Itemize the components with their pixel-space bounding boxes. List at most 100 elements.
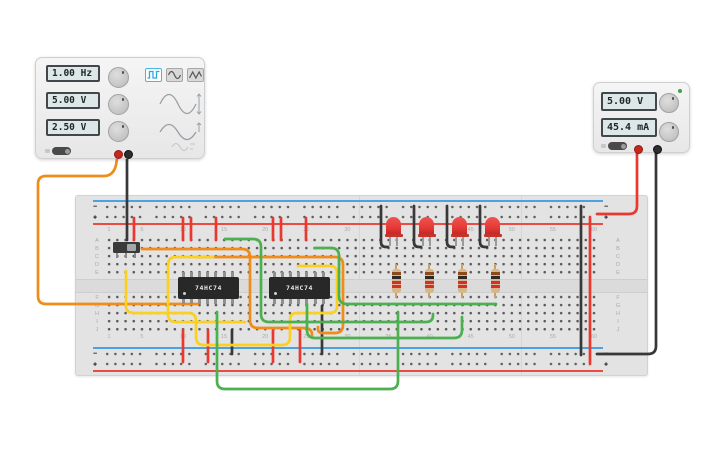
power-supply[interactable]: 5.00 V 45.4 mA [593,82,690,154]
breadboard-rail-holes[interactable] [104,214,598,220]
ic-pin [305,272,309,277]
breadboard-rail-holes[interactable] [104,361,598,367]
positive-terminal[interactable] [113,149,123,159]
resistor-band [490,272,500,275]
row-letter: D [616,261,620,268]
led-flange [450,234,469,237]
row-letter: E [95,269,99,276]
wire-green-output-q3[interactable] [305,302,464,340]
row-letter: A [95,237,99,244]
frequency-knob[interactable] [108,67,129,88]
column-label: 45 [467,227,474,233]
column-label: 20 [262,227,269,233]
ic-pin [230,299,234,304]
wire-orange-signal-1[interactable] [140,247,314,338]
column-label: 50 [508,333,515,340]
led-leg [488,237,490,246]
column-label: 30 [344,227,351,233]
led-3[interactable] [450,217,469,246]
negative-terminal[interactable] [124,149,133,159]
offset-display[interactable]: 2.50 V [46,119,100,136]
wire-yellow-feedback-2[interactable] [124,264,339,347]
ic-pin [206,299,210,304]
ic-pin [197,272,201,277]
resistor-4[interactable] [490,264,500,298]
column-label: 60 [590,227,598,233]
led-4[interactable] [483,217,502,246]
function-generator-logo-icon [171,143,195,151]
slide-switch[interactable] [113,242,140,258]
breadboard-rail-holes[interactable] [104,351,598,357]
wire-black-led1-cathode[interactable] [379,204,390,249]
current-display[interactable]: 45.4 mA [601,118,657,137]
voltage-knob[interactable] [659,93,679,113]
amplitude-knob[interactable] [108,94,129,115]
power-toggle[interactable] [601,142,627,150]
power-toggle[interactable] [45,147,71,155]
led-flange [384,234,403,237]
resistor-band [424,281,434,284]
wire-green-output-q4[interactable] [313,246,498,306]
square-wave-button[interactable] [145,68,162,82]
row-letter: F [616,294,620,301]
resistor-band [391,276,401,279]
ic-pin [230,272,234,277]
ic-pin [321,299,325,304]
led-1[interactable] [384,217,403,246]
negative-terminal[interactable] [652,145,662,154]
rail-negative-mark: − [603,203,609,211]
rail-negative-mark: − [92,203,98,211]
wire-green-output-q1[interactable] [215,310,400,391]
breadboard-rail-holes[interactable] [104,204,598,210]
column-label: 15 [221,333,228,340]
wire-orange-function-generator-signal[interactable] [36,153,200,306]
sine-wave-button[interactable] [166,68,183,82]
ic-pin [206,272,210,277]
voltage-display[interactable]: 5.00 V [601,92,657,111]
resistor-band [391,281,401,284]
column-label: 20 [262,333,269,340]
led-leg [455,237,457,246]
resistor-1[interactable] [391,264,401,298]
resistor-2[interactable] [424,264,434,298]
ic-74hc74-2[interactable]: 74HC74 [269,272,330,304]
function-generator[interactable]: 1.00 Hz 5.00 V 2.50 V [35,57,205,159]
slide-switch-knob[interactable] [127,244,136,251]
offset-knob[interactable] [108,121,129,142]
sine-wave-icon [168,70,181,80]
led-bulb [419,217,434,237]
ic-pin [280,272,284,277]
resistor-3[interactable] [457,264,467,298]
wire-yellow-feedback-1[interactable] [166,255,247,324]
triangle-wave-button[interactable] [187,68,204,82]
current-knob[interactable] [659,122,679,142]
led-2[interactable] [417,217,436,246]
wire-green-output-q2[interactable] [223,237,435,324]
rail-positive-mark: + [92,214,98,222]
wire-black-led4-cathode[interactable] [478,204,489,249]
resistor-band [424,285,434,288]
frequency-display[interactable]: 1.00 Hz [46,65,100,82]
ic-74hc74-1[interactable]: 74HC74 [178,272,239,304]
wire-black-led2-cathode[interactable] [412,204,423,249]
led-flange [483,234,502,237]
positive-terminal[interactable] [633,145,643,154]
positive-rail-line-top [93,223,603,225]
row-letter: H [95,310,99,317]
column-label: 35 [385,333,392,340]
column-label: 30 [344,333,351,340]
wire-orange-signal-2[interactable] [195,255,345,335]
ic-pin [189,272,193,277]
wire-black-power-supply-negative[interactable] [595,149,658,356]
amplitude-display[interactable]: 5.00 V [46,92,100,109]
wire-red-power-supply-positive[interactable] [595,149,639,216]
ic-pin [321,272,325,277]
row-letter: H [616,310,620,317]
resistor-band [457,281,467,284]
switch-pin [116,253,118,258]
switch-pin [125,253,127,258]
led-leg [396,237,398,246]
row-letter: F [95,294,99,301]
wire-black-led3-cathode[interactable] [445,204,456,249]
resistor-band [391,285,401,288]
